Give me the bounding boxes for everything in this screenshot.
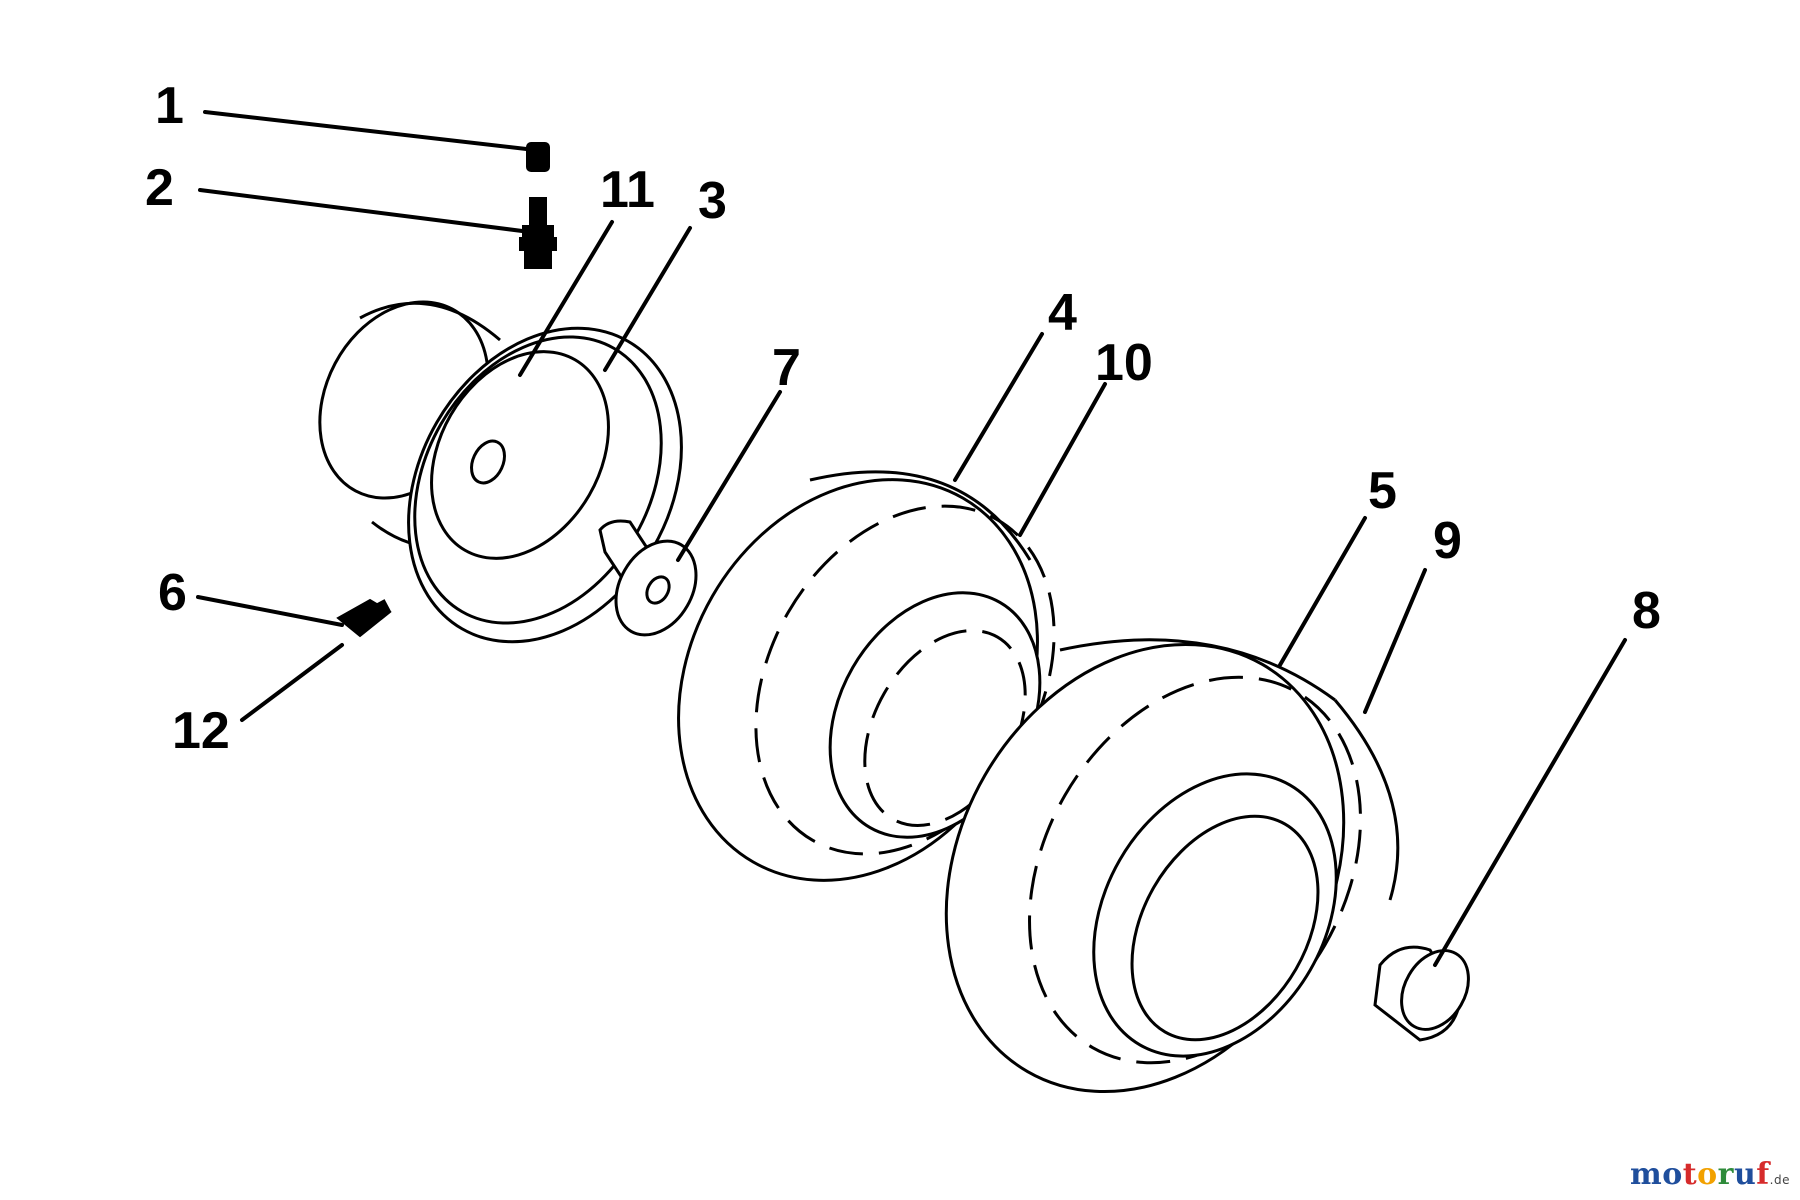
watermark-letter: o [1697,1157,1718,1192]
watermark-letter: m [1630,1157,1663,1192]
watermark-letter: f [1756,1157,1770,1192]
callout-6: 6 [158,564,187,622]
leader-1 [203,110,537,152]
leader-7 [676,390,782,562]
callout-12: 12 [172,702,230,760]
callout-5: 5 [1368,462,1397,520]
hub-cap-part [1373,945,1470,1042]
callout-9: 9 [1433,512,1462,570]
grease-fitting-part [336,598,392,638]
flange-bushing-part [598,519,698,637]
watermark-suffix: .de [1769,1173,1790,1187]
leader-3 [603,226,692,372]
leader-2 [198,188,532,234]
watermark-text: motoruf [1630,1157,1770,1192]
valve-stem-part [519,197,557,269]
watermark-letter: t [1682,1157,1698,1192]
wheel-rim-part [318,300,683,644]
callout-2: 2 [145,159,174,217]
callout-11: 11 [600,161,655,219]
callout-10: 10 [1095,334,1153,392]
rear-tire-part [944,638,1400,1094]
site-watermark: motoruf.de [1630,1157,1790,1192]
leader-12 [240,643,344,722]
callout-7: 7 [772,339,801,397]
callout-8: 8 [1632,582,1661,640]
leader-5 [1278,516,1367,667]
watermark-letter: o [1662,1157,1683,1192]
leader-11 [518,220,614,377]
leader-8 [1433,638,1627,967]
callout-4: 4 [1048,284,1077,342]
callout-1: 1 [155,77,184,135]
leader-4 [953,332,1044,482]
leader-lines [196,110,1627,967]
callout-labels: 1 2 11 3 4 10 7 5 9 8 6 12 [145,77,1661,760]
leader-6 [196,595,344,627]
leader-10 [1018,382,1107,537]
leader-9 [1363,568,1427,714]
watermark-letter: r [1717,1157,1734,1192]
callout-3: 3 [698,172,727,230]
watermark-letter: u [1733,1157,1757,1192]
valve-cap-part [526,142,550,172]
